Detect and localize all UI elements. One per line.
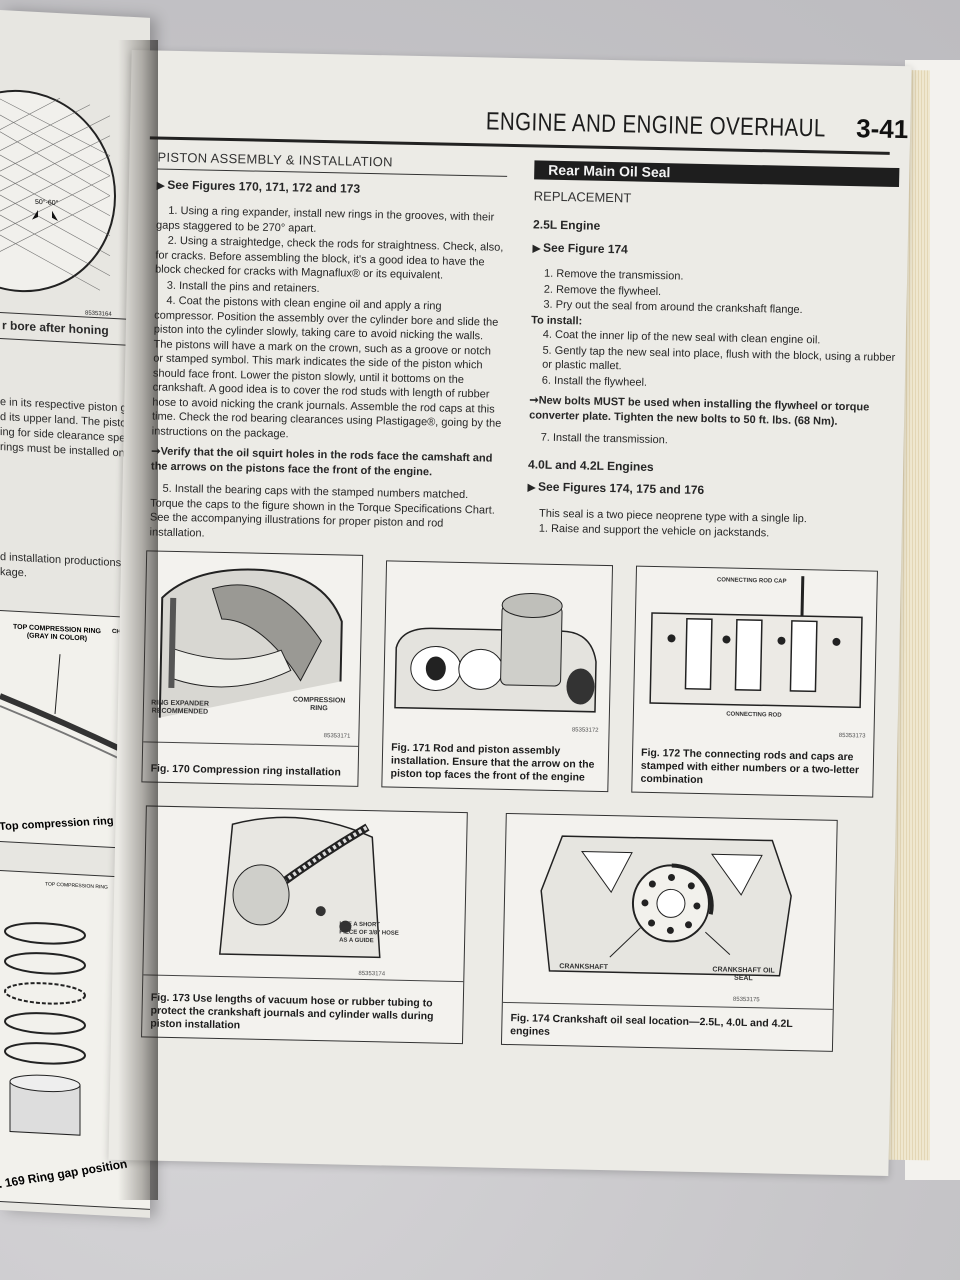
fig171-caption: Fig. 171 Rod and piston assembly install…: [390, 741, 595, 784]
connecting-rod-illustration: [649, 576, 863, 709]
step-5: 5. Install the bearing caps with the sta…: [149, 482, 495, 540]
fig174-code: 85353175: [732, 996, 760, 1004]
section-title: PISTON ASSEMBLY & INSTALLATION: [157, 150, 508, 177]
fig172-caption: Fig. 172 The connecting rods and caps ar…: [640, 746, 860, 787]
ring-expander-label: RING EXPANDER RECOMMENDED: [151, 699, 210, 716]
see-figures-174-176-text: See Figures 174, 175 and 176: [537, 479, 705, 498]
hose-guide-illustration: [218, 816, 381, 959]
figure-172: CONNECTING ROD CAP CONNECTING ROD 853531…: [631, 565, 878, 798]
fig173-caption: Fig. 173 Use lengths of vacuum hose or r…: [150, 991, 434, 1032]
fig170-divider: [143, 741, 359, 747]
fig173-code: 85353174: [358, 970, 386, 978]
small-ring-label: TOP COMPRESSION RING: [45, 881, 108, 891]
figure-170: RING EXPANDER RECOMMENDED COMPRESSION RI…: [141, 550, 364, 787]
manual-page: ENGINE AND ENGINE OVERHAUL 3-41 PISTON A…: [108, 49, 912, 1177]
compression-ring-label: COMPRESSION RING: [292, 696, 346, 713]
figure-171: 85353172 Fig. 171 Rod and piston assembl…: [381, 560, 614, 793]
rod-piston-illustration: [394, 592, 597, 713]
compression-ring-illustration: [158, 568, 343, 718]
page-number: 3-41: [855, 113, 909, 145]
flywheel-note-text: New bolts MUST be used when installing t…: [529, 394, 870, 428]
left-code: 85353164: [85, 310, 112, 318]
fig170-caption: Fig. 170 Compression ring installation: [150, 762, 341, 779]
rm-step-7: 7. Install the transmission.: [540, 431, 668, 447]
step-4: 4. Coat the pistons with clean engine oi…: [151, 294, 502, 440]
left-column: PISTON ASSEMBLY & INSTALLATION ▶ See Fig…: [149, 150, 508, 548]
engine-25-heading: 2.5L Engine: [532, 217, 601, 233]
crankshaft-label: CRANKSHAFT: [559, 963, 608, 972]
step-2: 2. Using a straightedge, check the rods …: [154, 234, 504, 282]
see-figures-text: See Figures 170, 171, 172 and 173: [167, 177, 361, 196]
flywheel-note: ➞New bolts MUST be used when installing …: [529, 393, 895, 430]
figure-174: CRANKSHAFT CRANKSHAFT OIL SEAL 85353175 …: [500, 812, 838, 1052]
fig170-code: 85353171: [323, 733, 351, 740]
see-figures-174-176: ▶ See Figures 174, 175 and 176: [527, 479, 892, 503]
book-gutter: [118, 40, 158, 1200]
cylinder-bore-illustration: 50°-60°: [0, 83, 116, 293]
section-banner: Rear Main Oil Seal: [534, 160, 900, 187]
page-header-title: ENGINE AND ENGINE OVERHAUL: [485, 107, 826, 143]
see-figure-174-text: See Figure 174: [542, 240, 628, 256]
conn-rod-cap-label: CONNECTING ROD CAP: [716, 577, 787, 585]
angle-label: 50°-60°: [35, 198, 59, 207]
warning-note: ➞Verify that the oil squirt holes in the…: [151, 444, 502, 480]
see-figure-174: ▶ See Figure 174: [532, 240, 897, 264]
hose-guide-label: USE A SHORT PIECE OF 3/8" HOSE AS A GUID…: [339, 921, 399, 945]
engine-40-heading: 4.0L and 4.2L Engines: [527, 456, 654, 474]
ring-gap-figure: TOP COMPRESSION RING . 169 Ring gap posi…: [0, 870, 150, 1210]
replacement-subhead: REPLACEMENT: [533, 187, 632, 205]
left-line-6: kage.: [0, 566, 27, 580]
fig174-divider: [502, 1001, 833, 1010]
fig174-caption: Fig. 174 Crankshaft oil seal location—2.…: [510, 1012, 793, 1038]
ring-gap-illustration: [4, 922, 86, 1136]
fig172-code: 85353173: [838, 732, 866, 740]
fig169-caption: . 169 Ring gap position: [0, 1156, 129, 1191]
oil-seal-label: CRANKSHAFT OIL SEAL: [712, 966, 775, 983]
left-page: 50°-60° 85353164 r bore after honing e i…: [0, 10, 150, 1218]
note-text: Verify that the oil squirt holes in the …: [150, 445, 493, 478]
crankshaft-seal-illustration: [540, 835, 792, 977]
fig171-code: 85353172: [571, 727, 599, 734]
figure-173: USE A SHORT PIECE OF 3/8" HOSE AS A GUID…: [141, 805, 468, 1045]
right-column: Rear Main Oil Seal REPLACEMENT 2.5L Engi…: [527, 158, 900, 544]
see-figures-ref: ▶ See Figures 170, 171, 172 and 173: [157, 177, 507, 201]
